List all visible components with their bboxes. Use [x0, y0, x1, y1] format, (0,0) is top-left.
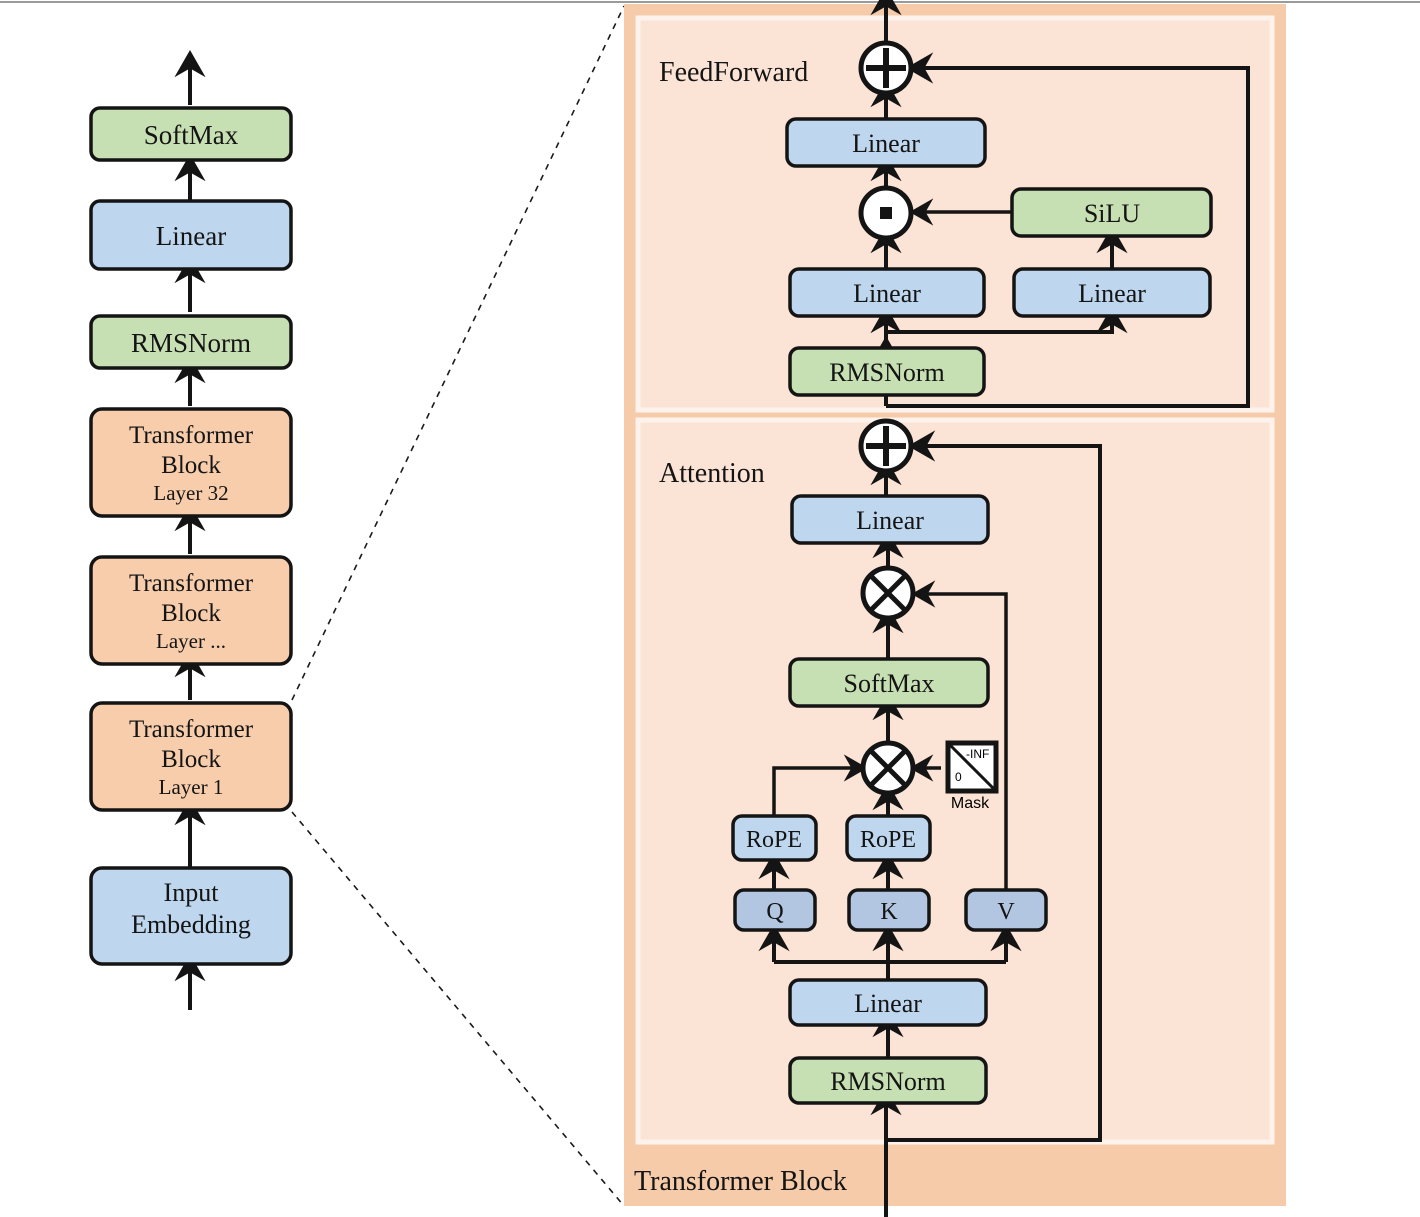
stack-node-block32-sublabel: Layer 32 — [153, 481, 228, 505]
mask-icon[interactable]: 0 -INF Mask — [945, 740, 999, 812]
stack-node-rmsnorm[interactable]: RMSNorm — [89, 314, 293, 370]
attn-rope-q-box[interactable]: RoPE — [731, 814, 818, 862]
attention-nodes: Linear SoftMax 0 -INF Mask RoPE — [731, 418, 1048, 1105]
mask-label: Mask — [951, 795, 990, 812]
attn-rmsnorm-box[interactable]: RMSNorm — [788, 1056, 988, 1105]
stack-node-blockdots-label-1: Transformer — [129, 570, 254, 597]
attn-add-op[interactable] — [858, 418, 914, 474]
attention-section-label: Attention — [659, 458, 765, 489]
attn-rope-q-label: RoPE — [746, 827, 802, 853]
attn-softmax-label: SoftMax — [844, 669, 935, 698]
ff-silu-label: SiLU — [1084, 199, 1141, 228]
mask-lower-value: 0 — [955, 770, 962, 784]
attn-rope-k-box[interactable]: RoPE — [845, 814, 932, 862]
mask-upper-value: -INF — [966, 747, 989, 761]
stack-node-blockdots-sublabel: Layer ... — [156, 629, 226, 653]
stack-node-linear-label: Linear — [156, 221, 226, 251]
attn-linear-in-label: Linear — [854, 989, 922, 1018]
ff-rmsnorm-box[interactable]: RMSNorm — [788, 346, 986, 397]
ff-linear-gate-label: Linear — [853, 279, 921, 308]
attn-k-box[interactable]: K — [847, 888, 931, 932]
feedforward-nodes: Linear SiLU Linear Linear RMSNorm — [785, 40, 1213, 397]
ff-linear-up-label: Linear — [1078, 279, 1146, 308]
attn-mul-qk-op[interactable] — [860, 740, 916, 796]
stack-node-block32-label-2: Block — [161, 452, 221, 479]
zoom-connector-lines — [291, 5, 625, 1207]
stack-node-blockdots[interactable]: Transformer Block Layer ... — [89, 555, 293, 666]
model-overview-stack: SoftMax Linear RMSNorm Transformer Block… — [89, 49, 293, 1010]
ff-linear-up-box[interactable]: Linear — [1012, 267, 1212, 318]
attn-softmax-box[interactable]: SoftMax — [788, 657, 990, 708]
detail-panel-outer-label: Transformer Block — [634, 1166, 847, 1197]
stack-node-blockdots-label-2: Block — [161, 600, 221, 627]
ff-mul-op[interactable] — [858, 185, 914, 241]
stack-node-block1-label-1: Transformer — [129, 716, 254, 743]
attn-linear-in-box[interactable]: Linear — [788, 978, 988, 1027]
attn-q-box[interactable]: Q — [733, 888, 817, 932]
attn-k-label: K — [880, 899, 898, 925]
stack-node-rmsnorm-label: RMSNorm — [131, 328, 251, 358]
stack-node-block1-sublabel: Layer 1 — [159, 775, 224, 799]
attention-wiring — [758, 430, 1102, 1217]
attn-q-label: Q — [766, 899, 783, 925]
ff-add-op[interactable] — [858, 40, 914, 96]
stack-node-input-embedding-label-2: Embedding — [131, 910, 251, 939]
stack-node-softmax-label: SoftMax — [144, 120, 239, 150]
attn-rmsnorm-label: RMSNorm — [830, 1067, 946, 1096]
attn-mul-v-op[interactable] — [860, 565, 916, 621]
stack-node-block32-label-1: Transformer — [129, 422, 254, 449]
ff-rmsnorm-label: RMSNorm — [829, 358, 945, 387]
attn-linear-o-label: Linear — [856, 506, 924, 535]
attn-linear-o-box[interactable]: Linear — [790, 494, 990, 545]
stack-node-linear[interactable]: Linear — [89, 199, 293, 271]
stack-node-softmax[interactable]: SoftMax — [89, 106, 293, 162]
stack-node-block32[interactable]: Transformer Block Layer 32 — [89, 407, 293, 518]
stack-node-block1[interactable]: Transformer Block Layer 1 — [89, 701, 293, 812]
ff-linear-gate-box[interactable]: Linear — [788, 267, 986, 318]
attn-rope-k-label: RoPE — [860, 827, 916, 853]
ff-silu-box[interactable]: SiLU — [1010, 187, 1213, 238]
stack-node-input-embedding[interactable]: Input Embedding — [89, 866, 293, 966]
stack-node-block1-label-2: Block — [161, 746, 221, 773]
attn-v-box[interactable]: V — [964, 888, 1048, 932]
ff-linear-out-label: Linear — [852, 129, 920, 158]
feedforward-section-label: FeedForward — [659, 57, 808, 88]
ff-linear-out-box[interactable]: Linear — [785, 117, 987, 168]
attn-v-label: V — [997, 899, 1015, 925]
stack-node-input-embedding-label-1: Input — [164, 878, 220, 907]
